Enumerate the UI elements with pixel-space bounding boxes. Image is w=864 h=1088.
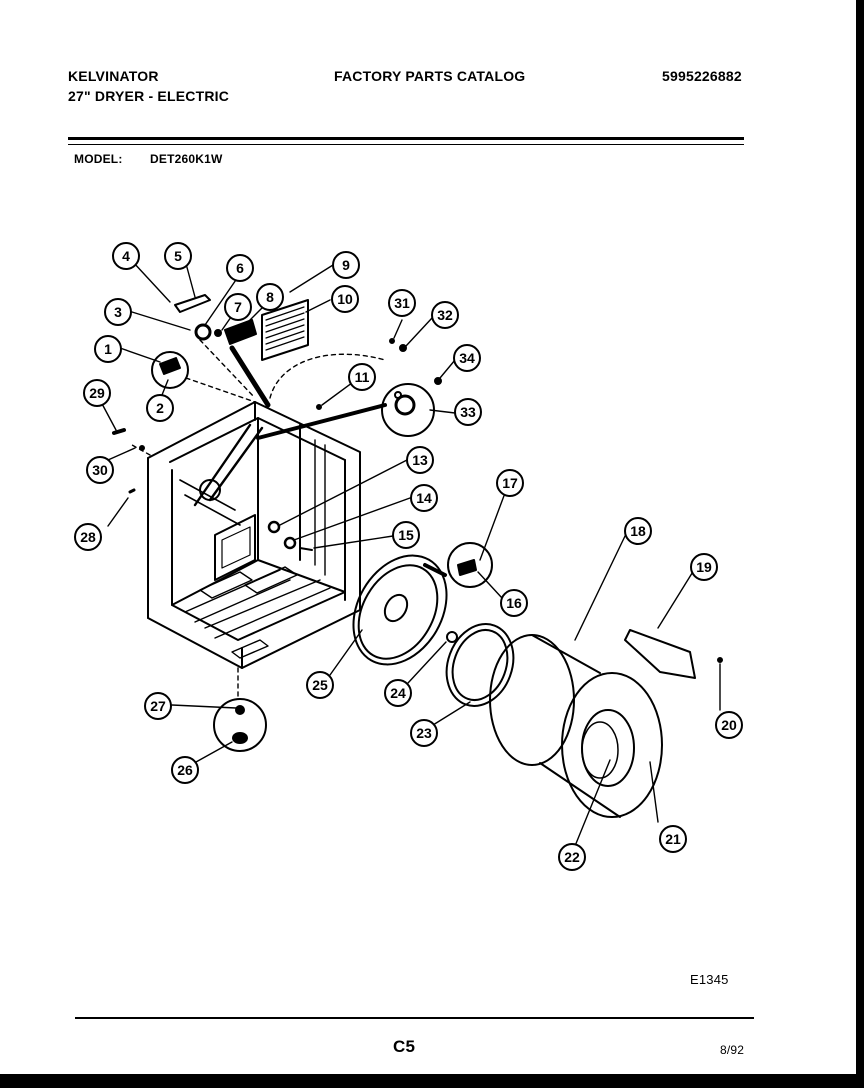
detail-circle-1 <box>151 351 189 389</box>
callout-22: 22 <box>558 843 586 871</box>
callout-number: 27 <box>150 698 166 714</box>
exploded-parts-diagram: 1234567891011131415161718192021222324252… <box>74 242 743 871</box>
figure-code: E1345 <box>690 972 729 987</box>
callout-number: 14 <box>416 490 432 506</box>
model-number: DET260K1W <box>150 152 223 166</box>
callout-number: 29 <box>89 385 105 401</box>
callout-4: 4 <box>112 242 140 270</box>
detail-circle-33 <box>381 383 435 437</box>
callout-19: 19 <box>690 553 718 581</box>
callout-number: 34 <box>459 350 475 366</box>
callout-number: 8 <box>266 289 274 305</box>
callout-8: 8 <box>256 283 284 311</box>
callout-number: 21 <box>665 831 681 847</box>
callout-number: 10 <box>337 291 353 307</box>
callout-number: 6 <box>236 260 244 276</box>
callout-number: 31 <box>394 295 410 311</box>
callout-number: 33 <box>460 404 476 420</box>
callout-21: 21 <box>659 825 687 853</box>
callout-number: 2 <box>156 400 164 416</box>
callout-13: 13 <box>406 446 434 474</box>
callout-30: 30 <box>86 456 114 484</box>
catalog-number: 5995226882 <box>662 68 742 84</box>
heater-leader <box>256 403 387 440</box>
callout-27: 27 <box>144 692 172 720</box>
callout-28: 28 <box>74 523 102 551</box>
callout-number: 17 <box>502 475 518 491</box>
callout-number: 9 <box>342 257 350 273</box>
model-label: MODEL: <box>74 152 123 166</box>
revision-date: 8/92 <box>720 1043 745 1057</box>
callout-number: 3 <box>114 304 122 320</box>
product-description: 27" DRYER - ELECTRIC <box>68 88 230 104</box>
callout-15: 15 <box>392 521 420 549</box>
callout-number: 11 <box>355 369 370 385</box>
callout-number: 1 <box>104 341 112 357</box>
callout-number: 24 <box>390 685 406 701</box>
drum-seal <box>445 623 515 707</box>
callout-11: 11 <box>348 363 376 391</box>
parts-catalog-page: KELVINATOR 27" DRYER - ELECTRIC FACTORY … <box>0 0 856 1074</box>
page-number: C5 <box>393 1037 416 1056</box>
header-rule-bottom <box>68 144 744 145</box>
callout-29: 29 <box>83 379 111 407</box>
callout-24: 24 <box>384 679 412 707</box>
callout-34: 34 <box>453 344 481 372</box>
callout-number: 15 <box>398 527 414 543</box>
callout-number: 4 <box>122 248 130 264</box>
callout-31: 31 <box>388 289 416 317</box>
callout-number: 7 <box>234 299 242 315</box>
mount-bracket <box>229 345 271 408</box>
callout-33: 33 <box>454 398 482 426</box>
callout-32: 32 <box>431 301 459 329</box>
callout-number: 25 <box>312 677 328 693</box>
callout-number: 16 <box>506 595 522 611</box>
detail-circle-26 <box>213 698 267 752</box>
callout-14: 14 <box>410 484 438 512</box>
callout-3: 3 <box>104 298 132 326</box>
callout-23: 23 <box>410 719 438 747</box>
callout-20: 20 <box>715 711 743 739</box>
leader-lines-dashed <box>131 339 386 701</box>
drum-front-panel <box>352 554 448 666</box>
header-rule-top <box>68 137 744 140</box>
callout-1: 1 <box>94 335 122 363</box>
lint-screen <box>261 299 309 361</box>
callout-number: 30 <box>92 462 108 478</box>
drum <box>489 634 663 818</box>
callout-number: 26 <box>177 762 193 778</box>
callout-number: 13 <box>412 452 428 468</box>
drum-baffle <box>624 629 696 679</box>
footer-rule <box>75 1017 754 1019</box>
dryer-cabinet <box>147 401 361 669</box>
callout-2: 2 <box>146 394 174 422</box>
callout-25: 25 <box>306 671 334 699</box>
callout-number: 32 <box>437 307 453 323</box>
detail-circle-16 <box>447 542 493 588</box>
callout-10: 10 <box>331 285 359 313</box>
brand-name: KELVINATOR <box>68 68 159 84</box>
callout-number: 22 <box>564 849 580 865</box>
callout-17: 17 <box>496 469 524 497</box>
callout-leaders <box>99 259 721 847</box>
callout-number: 5 <box>174 248 182 264</box>
callout-26: 26 <box>171 756 199 784</box>
callout-number: 23 <box>416 725 432 741</box>
callout-number: 20 <box>721 717 737 733</box>
callout-7: 7 <box>224 293 252 321</box>
callout-18: 18 <box>624 517 652 545</box>
callout-number: 28 <box>80 529 96 545</box>
callout-5: 5 <box>164 242 192 270</box>
catalog-title: FACTORY PARTS CATALOG <box>334 68 526 84</box>
callout-6: 6 <box>226 254 254 282</box>
callout-number: 18 <box>630 523 646 539</box>
callout-16: 16 <box>500 589 528 617</box>
callout-9: 9 <box>332 251 360 279</box>
callout-number: 19 <box>696 559 712 575</box>
